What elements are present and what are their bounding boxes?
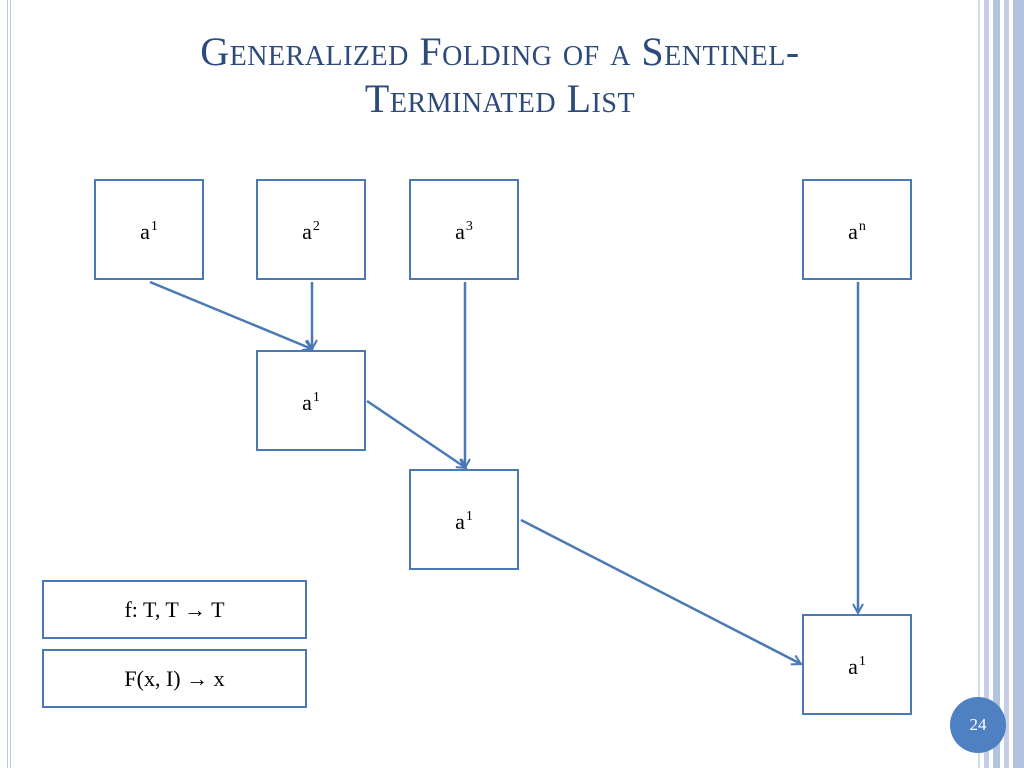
slide-title-line-2: Terminated List [364, 76, 636, 121]
arrow-acc2-to-final [520, 518, 801, 664]
left-border-line [7, 0, 8, 768]
node-a1-top: a1 [94, 179, 204, 280]
page-number-badge: 24 [950, 697, 1006, 753]
node-label: a3 [455, 219, 473, 244]
node-an-top: an [802, 179, 912, 280]
node-accumulator-final: a1 [802, 614, 912, 715]
right-border-stripe [984, 0, 989, 768]
node-label: a2 [302, 219, 320, 244]
node-accumulator-1: a1 [256, 350, 366, 451]
node-label: an [848, 219, 866, 244]
right-border-stripe [993, 0, 1000, 768]
arrow-a1-to-acc1 [149, 280, 312, 349]
right-border-stripe [1004, 0, 1009, 768]
left-border-line [10, 0, 11, 768]
right-border-stripe [978, 0, 980, 768]
node-label: a1 [140, 219, 158, 244]
arrow-acc1-to-acc2 [366, 399, 466, 468]
node-label: a1 [848, 654, 866, 679]
node-a3-top: a3 [409, 179, 519, 280]
right-border-stripe [1013, 0, 1024, 768]
node-label: a1 [302, 390, 320, 415]
node-label: a1 [455, 509, 473, 534]
legend-fold-function: f: T, T → T [42, 580, 307, 639]
node-a2-top: a2 [256, 179, 366, 280]
slide-title: Generalized Folding of a Sentinel- Termi… [110, 28, 890, 122]
slide-title-line-1: Generalized Folding of a Sentinel- [200, 29, 800, 74]
node-accumulator-2: a1 [409, 469, 519, 570]
legend-fold-operator: F(x, I) → x [42, 649, 307, 708]
